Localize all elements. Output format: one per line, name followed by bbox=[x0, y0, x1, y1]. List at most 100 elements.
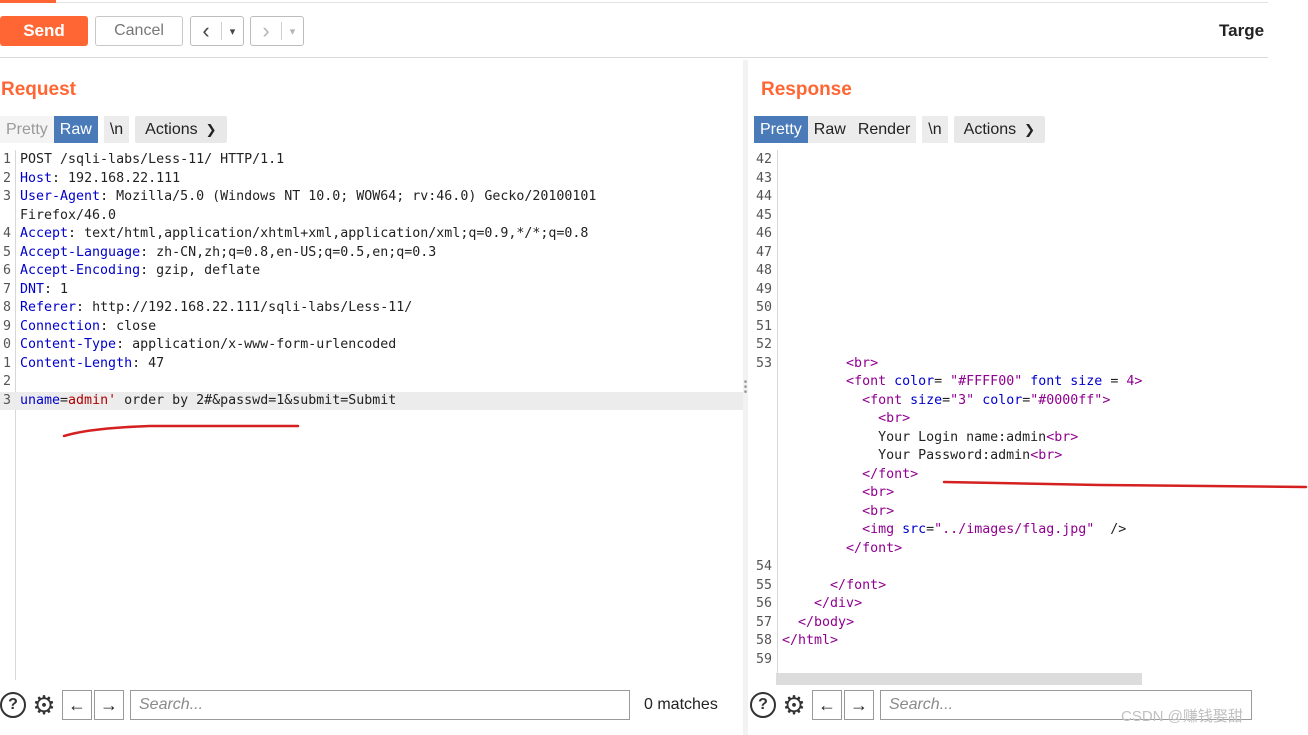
line-number: 3 bbox=[2, 392, 11, 408]
line-number: 6 bbox=[2, 263, 11, 278]
code-line: 52 bbox=[748, 336, 1268, 355]
code-line: </font> bbox=[862, 466, 919, 482]
response-title: Response bbox=[761, 79, 852, 100]
splitter-grip-icon[interactable]: ••• bbox=[743, 377, 748, 398]
line-number: 50 bbox=[755, 300, 772, 315]
request-tab-pretty[interactable]: Pretty bbox=[0, 116, 54, 143]
forward-history-group[interactable]: › ▾ bbox=[250, 16, 304, 46]
line-number: 42 bbox=[755, 152, 772, 167]
response-search-input[interactable] bbox=[880, 690, 1252, 720]
response-tab-pretty[interactable]: Pretty bbox=[754, 116, 808, 143]
line-number: 2 bbox=[2, 374, 11, 389]
code-text: User-Agent: Mozilla/5.0 (Windows NT 10.0… bbox=[20, 188, 596, 207]
back-arrow-icon[interactable]: ‹ bbox=[202, 18, 210, 43]
line-number: 8 bbox=[2, 300, 11, 315]
line-number: 5 bbox=[2, 244, 11, 260]
code-token: <br> bbox=[1046, 429, 1079, 445]
code-token: src bbox=[902, 522, 927, 537]
code-text: Content-Length: 47 bbox=[20, 355, 164, 374]
code-text: POST /sqli-labs/Less-11/ HTTP/1.1 bbox=[20, 152, 285, 167]
line-number: 59 bbox=[755, 651, 772, 667]
line-number: 0 bbox=[2, 337, 11, 352]
next-match-icon[interactable]: → bbox=[844, 690, 874, 720]
code-line: <br> bbox=[748, 503, 1268, 522]
request-tab-newline[interactable]: \n bbox=[103, 116, 130, 143]
next-match-icon[interactable]: → bbox=[94, 690, 124, 720]
header-colon: : bbox=[44, 281, 53, 297]
header-name: Referer bbox=[20, 300, 77, 315]
help-icon[interactable]: ? bbox=[0, 692, 26, 718]
back-dropdown-icon[interactable]: ▾ bbox=[221, 22, 243, 40]
header-name: Connection bbox=[20, 318, 101, 334]
header-colon: : bbox=[76, 300, 85, 315]
code-line: 57 </body> bbox=[748, 614, 1268, 633]
response-tab-render[interactable]: Render bbox=[851, 116, 917, 143]
code-line: <br> bbox=[748, 410, 1268, 429]
header-name: Accept bbox=[20, 226, 69, 241]
code-line: 51 bbox=[748, 318, 1268, 337]
header-colon: : bbox=[52, 170, 61, 186]
code-text: DNT: 1 bbox=[20, 281, 68, 300]
code-line: 47 bbox=[748, 244, 1268, 263]
request-gutter bbox=[0, 150, 16, 680]
header-value: 47 bbox=[140, 355, 165, 371]
header-value: gzip, deflate bbox=[148, 263, 261, 278]
code-token: div bbox=[830, 596, 855, 611]
header-colon: : bbox=[140, 263, 149, 278]
code-line: 44 bbox=[748, 188, 1268, 207]
response-editor[interactable]: 42 43 44 45 46 47 48 49 50 51 52 53 <br>… bbox=[748, 150, 1268, 685]
previous-match-icon[interactable]: ← bbox=[812, 690, 842, 720]
response-lines: 42 43 44 45 46 47 48 49 50 51 52 53 <br>… bbox=[748, 151, 1268, 669]
code-token: "3" bbox=[950, 392, 975, 408]
line-number: 47 bbox=[755, 244, 772, 260]
line-number: 57 bbox=[755, 614, 772, 630]
code-line: <font color= "#FFFF00" font size = 4> bbox=[846, 374, 1143, 389]
match-count: 0 matches bbox=[644, 696, 718, 713]
header-name: Accept-Encoding bbox=[20, 263, 141, 278]
gear-icon[interactable]: ⚙ bbox=[32, 689, 56, 720]
request-actions-menu[interactable]: Actions ❯ bbox=[135, 116, 227, 143]
code-token: 4 bbox=[1126, 374, 1135, 389]
header-name: Content-Type bbox=[20, 337, 117, 352]
line-number: 49 bbox=[755, 281, 772, 297]
code-token: size bbox=[910, 392, 943, 408]
response-actions-menu[interactable]: Actions ❯ bbox=[953, 116, 1046, 143]
code-line: 56 </div> bbox=[748, 595, 1268, 614]
back-history-group[interactable]: ‹ ▾ bbox=[190, 16, 244, 46]
code-token: font bbox=[1030, 374, 1063, 389]
request-tab-raw[interactable]: Raw bbox=[53, 116, 98, 143]
cancel-button[interactable]: Cancel bbox=[95, 16, 183, 46]
code-token: Your Password:admin bbox=[878, 448, 1031, 463]
header-name: Content-Length bbox=[20, 355, 133, 371]
send-button[interactable]: Send bbox=[0, 16, 88, 46]
response-search-bar: ? ⚙ ← → bbox=[750, 688, 1252, 722]
forward-arrow-icon[interactable]: › bbox=[262, 18, 270, 43]
line-number: 1 bbox=[2, 152, 11, 167]
code-token: <br> bbox=[862, 485, 895, 500]
header-colon: : bbox=[132, 355, 141, 371]
code-text: Accept: text/html,application/xhtml+xml,… bbox=[20, 225, 588, 244]
response-horizontal-scrollbar[interactable] bbox=[776, 673, 1142, 685]
response-tab-newline[interactable]: \n bbox=[922, 116, 948, 143]
body-param-name: uname bbox=[20, 392, 61, 408]
code-line: 1 POST /sqli-labs/Less-11/ HTTP/1.1 bbox=[0, 151, 743, 170]
gear-icon[interactable]: ⚙ bbox=[782, 689, 806, 720]
code-text: Firefox/46.0 bbox=[20, 207, 117, 223]
response-gutter bbox=[748, 150, 778, 685]
response-tab-raw[interactable]: Raw bbox=[807, 116, 852, 143]
header-name: DNT bbox=[20, 281, 45, 297]
target-label[interactable]: Targe bbox=[1219, 21, 1265, 40]
line-number: 45 bbox=[755, 207, 772, 223]
help-icon[interactable]: ? bbox=[750, 692, 776, 718]
code-line: <br> bbox=[748, 484, 1268, 503]
panel-splitter[interactable] bbox=[743, 60, 748, 735]
previous-match-icon[interactable]: ← bbox=[62, 690, 92, 720]
forward-dropdown-icon[interactable]: ▾ bbox=[281, 22, 303, 40]
request-search-input[interactable] bbox=[130, 690, 630, 720]
